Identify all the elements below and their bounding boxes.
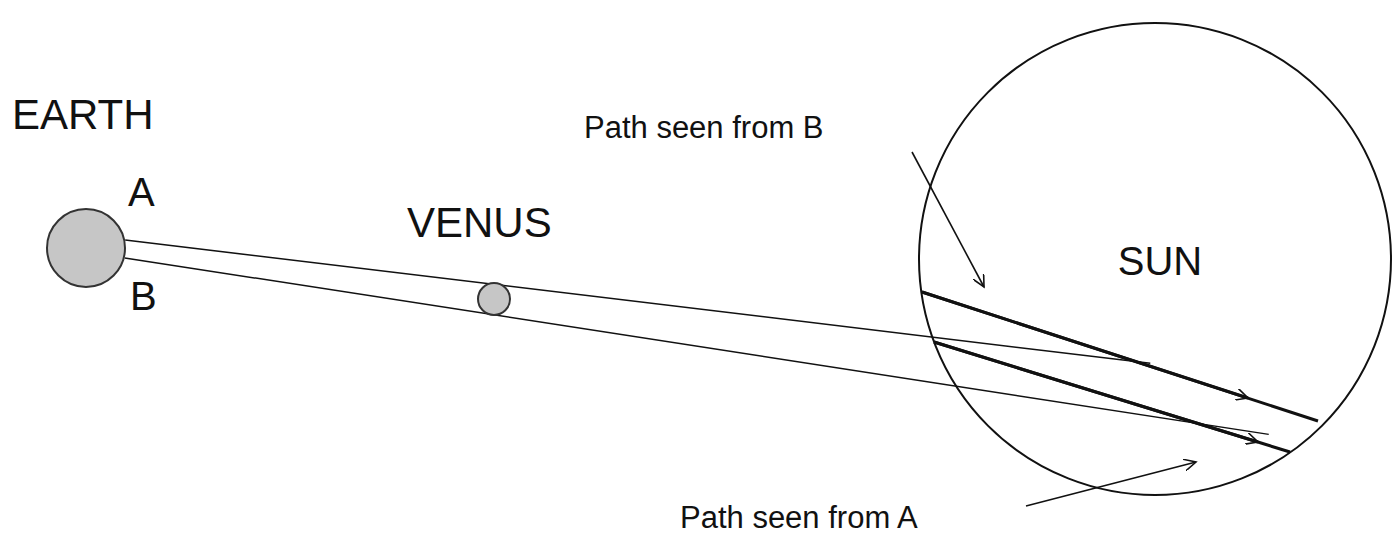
path-arrow [922, 292, 1248, 398]
body-name: EARTH [12, 94, 154, 136]
point-label: B [130, 276, 157, 316]
body-name: SUN [1118, 241, 1202, 281]
sun-circle: SUN [918, 22, 1392, 496]
point-label: A [128, 172, 155, 212]
planet-circle: EARTH [46, 208, 126, 288]
planet-circle: VENUS [477, 282, 511, 316]
sight-line [125, 258, 1269, 434]
path-label: Path seen from A [680, 502, 918, 533]
leader-line [1026, 462, 1196, 506]
path-label: Path seen from B [584, 112, 824, 143]
body-name: VENUS [407, 202, 552, 244]
leader-line [912, 152, 984, 287]
sight-line [125, 240, 1150, 363]
